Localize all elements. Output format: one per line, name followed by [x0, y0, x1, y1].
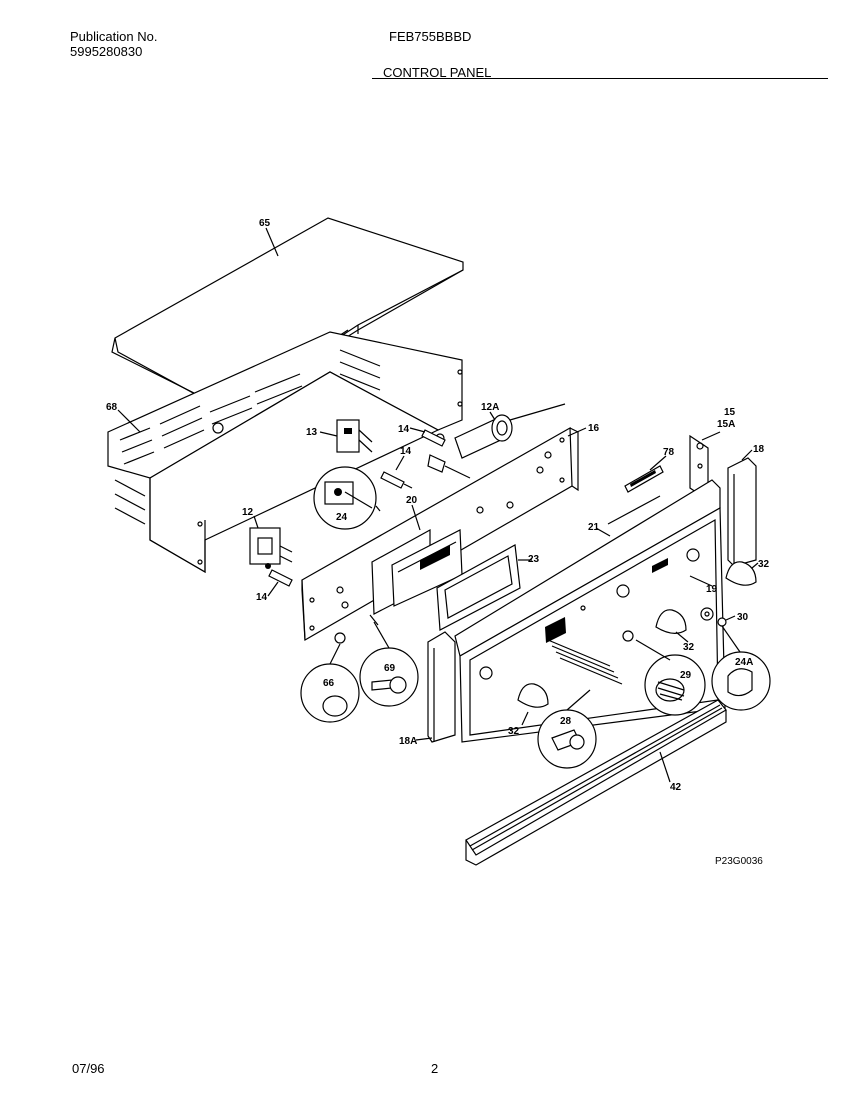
inset-detail-24A [711, 651, 771, 711]
part-label: 15 [724, 407, 736, 418]
relay-part-12 [249, 527, 293, 569]
page-number: 2 [431, 1061, 439, 1076]
part-label: 24A [735, 657, 753, 668]
publication-label: Publication No. [70, 29, 158, 44]
part-label: 13 [306, 427, 318, 438]
end-cap-18A [427, 631, 456, 743]
part-label: 18 [753, 444, 765, 455]
connectors-part-14 [268, 429, 446, 587]
vent-grille-42 [465, 699, 727, 866]
part-label: 14 [398, 424, 410, 435]
part-label: 24 [336, 512, 348, 523]
publication-number: 5995280830 [70, 44, 143, 59]
control-bracket [301, 426, 579, 642]
part-label: 69 [384, 663, 396, 674]
part-label: 28 [560, 716, 572, 727]
part-labels: 65 68 13 14 12A 16 15 15A 18 14 78 24 12… [106, 218, 770, 793]
part-label: 12 [242, 507, 254, 518]
section-title: CONTROL PANEL [383, 65, 492, 80]
inset-detail-29 [644, 654, 706, 716]
part-label: 66 [323, 678, 335, 689]
part-label: 32 [508, 726, 520, 737]
part-label: 20 [406, 495, 418, 506]
rear-shroud [107, 331, 463, 574]
part-label: 18A [399, 736, 417, 747]
model-number: FEB755BBBD [389, 29, 472, 44]
window-frame-23 [436, 544, 521, 631]
part-label: 15A [717, 419, 735, 430]
part-label: 16 [588, 423, 600, 434]
part-label: 21 [588, 522, 600, 533]
inset-detail-69 [359, 614, 419, 707]
part-label: 78 [663, 447, 675, 458]
part-label: 19 [706, 584, 718, 595]
part-label: 32 [683, 642, 695, 653]
part-label: 30 [737, 612, 749, 623]
bracket-holes [309, 437, 565, 631]
switch-part-13 [336, 419, 373, 453]
leader-lines [117, 227, 759, 783]
vent-slots [114, 349, 381, 525]
part-label: 12A [481, 402, 499, 413]
part-label: 29 [680, 670, 692, 681]
title-rule [372, 78, 828, 79]
end-cap-18 [727, 457, 757, 567]
shaft-part [427, 454, 471, 479]
inset-detail-24 [313, 466, 381, 530]
footer-date: 07/96 [72, 1061, 105, 1076]
inset-detail-28 [537, 709, 597, 769]
switch-shafts [547, 630, 634, 685]
part-label: 14 [256, 592, 268, 603]
part-label: 32 [758, 559, 770, 570]
part-label: 14 [400, 446, 412, 457]
part-label: 42 [670, 782, 682, 793]
drawing-code: P23G0036 [715, 856, 763, 867]
trim-strip-78 [624, 465, 664, 493]
part-label: 68 [106, 402, 118, 413]
part-label: 65 [259, 218, 271, 229]
clock-part-12A [435, 403, 566, 459]
nut-part-30 [700, 607, 727, 627]
part-label: 23 [528, 554, 540, 565]
knobs-part-32 [517, 561, 757, 708]
